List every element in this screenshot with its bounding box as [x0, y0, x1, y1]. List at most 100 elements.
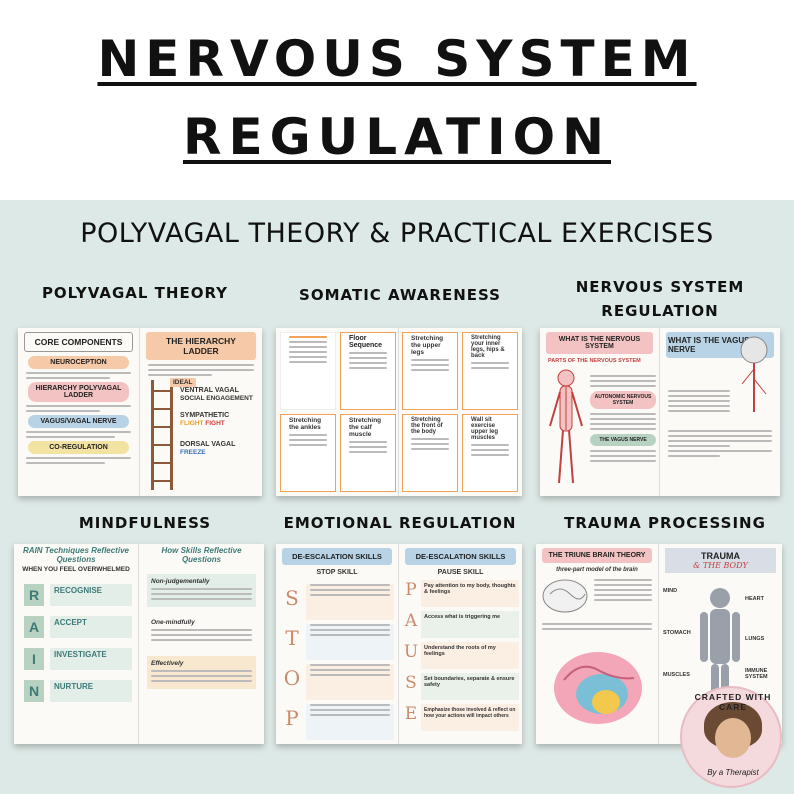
card-title: Floor Sequence	[349, 335, 383, 349]
ladder-dorsal: DORSAL VAGAL	[180, 441, 236, 448]
card-ankles: Stretching the ankles	[280, 414, 336, 492]
ladder-flight: FLIGHT	[180, 420, 204, 427]
somatic-left-page: Floor Sequence Stretching the ankles Str…	[276, 328, 399, 496]
rain-steps: RECOGNISE ACCEPT INVESTIGATE NURTURE	[50, 584, 132, 712]
skill-box: Effectively	[147, 656, 256, 689]
letter-o: O	[283, 666, 301, 690]
stop-box	[306, 664, 394, 700]
card-title: Stretching your inner legs, hips & back	[471, 335, 505, 359]
text-lines	[26, 372, 131, 379]
stop-skill-label: STOP SKILL	[316, 569, 358, 576]
card-front-body: Stretching the front of the body	[402, 414, 458, 492]
pause-skill-label: PAUSE SKILL	[437, 569, 484, 576]
ladder-fight: FIGHT	[205, 420, 225, 427]
text-lines	[411, 438, 449, 450]
letter-p: P	[405, 580, 417, 600]
step-accept: ACCEPT	[50, 616, 132, 638]
card-title: Stretching the front of the body	[411, 417, 443, 435]
section-title-somatic: SOMATIC AWARENESS	[299, 286, 501, 304]
letter-u: U	[403, 642, 419, 662]
emotional-left-page: DE-ESCALATION SKILLS STOP SKILL S T O P	[276, 544, 399, 744]
text-lines	[289, 434, 327, 446]
section-title-polyvagal: POLYVAGAL THEORY	[41, 284, 229, 302]
card-wall-sit: Wall sit exercise upper leg muscles	[462, 414, 518, 492]
chip-vagus: VAGUS/VAGAL NERVE	[28, 415, 129, 428]
ladder-labels: VENTRAL VAGAL SOCIAL ENGAGEMENT SYMPATHE…	[180, 386, 260, 456]
chip-neuroception: NEUROCEPTION	[28, 356, 129, 369]
skill-title: Effectively	[151, 660, 184, 667]
crafted-with-care-badge: CRAFTED WITH CARE By a Therapist	[680, 686, 782, 788]
label-stomach: STOMACH	[663, 630, 691, 636]
emotional-book: DE-ESCALATION SKILLS STOP SKILL S T O P …	[276, 544, 522, 744]
how-skills-header: How Skills Reflective Questions	[161, 546, 242, 564]
step-recognise: RECOGNISE	[50, 584, 132, 606]
vagus-chip: THE VAGUS NERVE	[590, 434, 656, 446]
pause-item: Set boundaries, separate & ensure safety	[421, 673, 519, 700]
chip-coregulation: CO-REGULATION	[28, 441, 129, 454]
text-lines	[349, 441, 387, 453]
page-title-line-2: REGULATION	[182, 108, 612, 166]
text-lines	[26, 405, 131, 412]
polyvagal-right-page: THE HIERARCHY LADDER IDEAL VENTRAL VAGAL…	[140, 328, 262, 496]
pause-item: Pay attention to my body, thoughts & fee…	[421, 580, 519, 607]
ladder-social: SOCIAL ENGAGEMENT	[180, 395, 253, 402]
letter-p: P	[285, 706, 299, 730]
text-lines	[590, 375, 656, 387]
letter-s: S	[285, 586, 299, 610]
card-title: Stretching the ankles	[289, 417, 322, 431]
core-components-header: CORE COMPONENTS	[24, 332, 133, 352]
section-title-trauma: TRAUMA PROCESSING	[564, 514, 766, 532]
badge-bottom-text: By a Therapist	[707, 768, 759, 777]
text-lines	[151, 629, 252, 641]
text-lines	[590, 413, 656, 430]
mindfulness-left-page: RAIN Techniques Reflective Questions WHE…	[14, 544, 139, 744]
section-title-nervous-1: NERVOUS SYSTEM	[575, 278, 745, 296]
trauma-left-page: THE TRIUNE BRAIN THEORY three-part model…	[536, 544, 659, 744]
trauma-header: TRAUMA	[701, 551, 740, 561]
chip-hierarchy: HIERARCHY POLYVAGAL LADDER	[28, 382, 129, 402]
letter-n: N	[24, 680, 44, 702]
rain-letters: R A I N	[24, 584, 44, 712]
card-inner-legs: Stretching your inner legs, hips & back	[462, 332, 518, 410]
ladder-flight-fight: FLIGHT FIGHT	[180, 420, 260, 427]
card-upper-legs: Stretching the upper legs	[402, 332, 458, 410]
skill-box: One-mindfully	[147, 615, 256, 648]
somatic-book: Floor Sequence Stretching the ankles Str…	[276, 328, 522, 496]
text-lines	[310, 624, 390, 636]
card-floor-sequence: Floor Sequence	[340, 332, 396, 410]
parts-label: PARTS OF THE NERVOUS SYSTEM	[548, 358, 641, 364]
pause-item: Understand the roots of my feelings	[421, 642, 519, 669]
text-lines	[411, 359, 449, 371]
emotional-right-page: DE-ESCALATION SKILLS PAUSE SKILL P A U S…	[399, 544, 522, 744]
letter-r: R	[24, 584, 44, 606]
card-1	[280, 332, 336, 410]
ladder-ventral: VENTRAL VAGAL	[180, 387, 239, 394]
nervous-left-page: WHAT IS THE NERVOUS SYSTEM PARTS OF THE …	[540, 328, 660, 496]
step-nurture: NURTURE	[50, 680, 132, 702]
de-escalation-header-right: DE-ESCALATION SKILLS	[405, 548, 516, 565]
stop-box	[306, 704, 394, 740]
nervous-right-page: WHAT IS THE VAGUS NERVE	[660, 328, 780, 496]
text-lines	[471, 362, 509, 369]
de-escalation-header-left: DE-ESCALATION SKILLS	[282, 548, 392, 565]
page-title-line-1: NERVOUS SYSTEM	[97, 30, 697, 88]
text-lines	[310, 584, 390, 596]
trauma-body-header: & THE BODY	[693, 561, 748, 570]
text-lines	[668, 430, 772, 457]
text-lines	[26, 431, 131, 438]
ladder-sympathetic: SYMPATHETIC	[180, 412, 230, 419]
polyvagal-left-page: CORE COMPONENTS NEUROCEPTION HIERARCHY P…	[18, 328, 140, 496]
when-overwhelmed: WHEN YOU FEEL OVERWHELMED	[22, 566, 130, 573]
letter-a: A	[404, 611, 418, 631]
skill-box: Non-judgementally	[147, 574, 256, 607]
header: NERVOUS SYSTEM REGULATION	[0, 0, 794, 200]
stop-letters: S T O P	[282, 580, 302, 740]
skill-title: One-mindfully	[151, 619, 195, 626]
triune-subtitle: three-part model of the brain	[556, 567, 638, 573]
nervous-notes: AUTONOMIC NERVOUS SYSTEM THE VAGUS NERVE	[590, 372, 656, 465]
hierarchy-ladder-header: THE HIERARCHY LADDER	[146, 332, 256, 360]
step-investigate: INVESTIGATE	[50, 648, 132, 670]
letter-s: S	[405, 673, 417, 693]
trauma-header-box: TRAUMA & THE BODY	[665, 548, 776, 573]
letter-i: I	[24, 648, 44, 670]
